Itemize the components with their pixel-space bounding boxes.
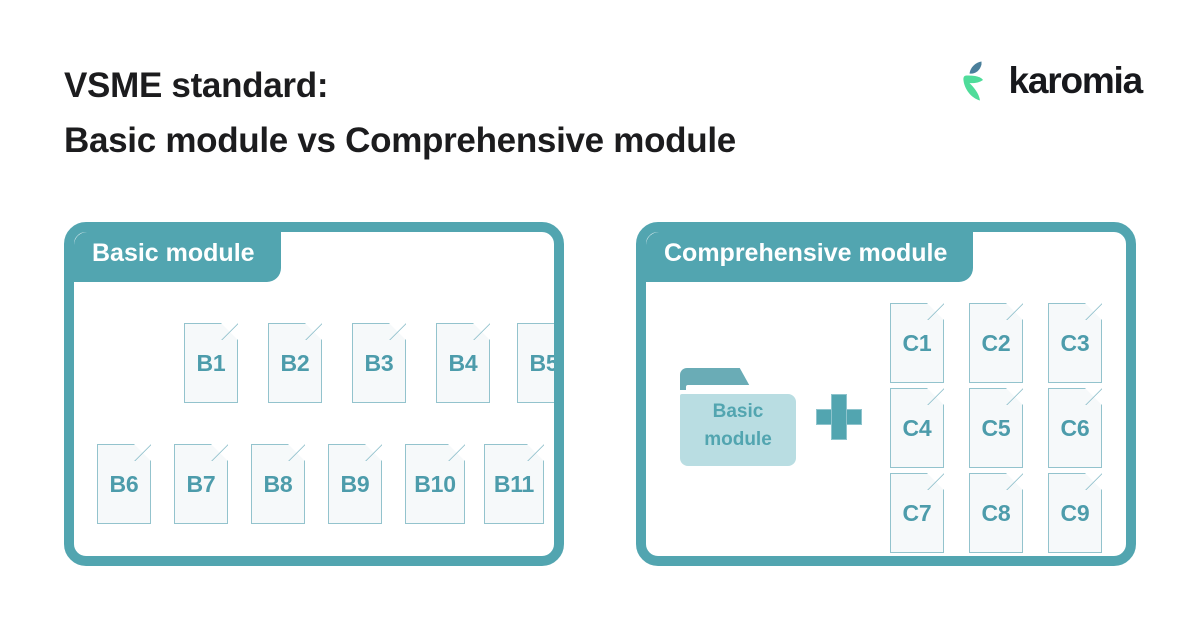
- doc-card-b8: B8: [251, 444, 305, 524]
- basic-module-tab-label: Basic module: [74, 232, 281, 282]
- doc-label: B1: [196, 350, 226, 376]
- doc-label: B10: [414, 471, 456, 497]
- folder-tab: [680, 368, 752, 390]
- doc-label: C4: [902, 415, 932, 441]
- title-line-1: VSME standard:: [64, 66, 329, 105]
- doc-label: B7: [186, 471, 216, 497]
- doc-label: B5: [529, 350, 554, 376]
- folder-label: Basic module: [680, 398, 796, 454]
- doc-card-b7: B7: [174, 444, 228, 524]
- doc-card-b11: B11: [484, 444, 544, 524]
- doc-card-b10: B10: [405, 444, 465, 524]
- doc-label: C2: [981, 330, 1011, 356]
- doc-label: B8: [263, 471, 293, 497]
- doc-label: C6: [1060, 415, 1090, 441]
- doc-card-c6: C6: [1048, 388, 1102, 468]
- doc-card-c8: C8: [969, 473, 1023, 553]
- doc-card-b1: B1: [184, 323, 238, 403]
- doc-label: B3: [364, 350, 394, 376]
- doc-card-c1: C1: [890, 303, 944, 383]
- doc-card-c7: C7: [890, 473, 944, 553]
- doc-label: B2: [280, 350, 310, 376]
- doc-card-b6: B6: [97, 444, 151, 524]
- doc-label: B11: [493, 471, 535, 497]
- doc-label: B6: [109, 471, 139, 497]
- comprehensive-module-panel: Comprehensive module C1 C2 C3 C4 C5 C6: [636, 222, 1136, 566]
- doc-label: B4: [448, 350, 478, 376]
- comprehensive-module-tab-label: Comprehensive module: [646, 232, 974, 282]
- folder-label-line-1: Basic: [712, 401, 764, 422]
- doc-card-c4: C4: [890, 388, 944, 468]
- doc-card-b2: B2: [268, 323, 322, 403]
- doc-card-b5: B5: [517, 323, 554, 403]
- basic-module-panel: Basic module B1 B2 B3 B4 B5 B6 B7: [64, 222, 564, 566]
- doc-label: C1: [902, 330, 932, 356]
- doc-label: C3: [1060, 330, 1090, 356]
- doc-card-b3: B3: [352, 323, 406, 403]
- doc-card-c3: C3: [1048, 303, 1102, 383]
- comprehensive-module-panel-inner: Comprehensive module C1 C2 C3 C4 C5 C6: [646, 232, 1126, 556]
- page-title: VSME standard: Basic module vs Comprehen…: [64, 58, 924, 168]
- doc-label: C5: [981, 415, 1011, 441]
- folder-label-line-2: module: [704, 429, 772, 450]
- plus-icon: [816, 394, 862, 440]
- doc-card-b4: B4: [436, 323, 490, 403]
- doc-card-c2: C2: [969, 303, 1023, 383]
- basic-module-panel-inner: Basic module B1 B2 B3 B4 B5 B6 B7: [74, 232, 554, 556]
- folder-body: [680, 394, 796, 466]
- doc-card-c5: C5: [969, 388, 1023, 468]
- doc-card-b9: B9: [328, 444, 382, 524]
- doc-label: C7: [902, 500, 932, 526]
- doc-label: C9: [1060, 500, 1090, 526]
- doc-label: B9: [340, 471, 370, 497]
- doc-label: C8: [981, 500, 1011, 526]
- brand-name: karomia: [1008, 60, 1143, 101]
- karomia-leaf-icon: [963, 61, 984, 101]
- doc-card-c9: C9: [1048, 473, 1102, 553]
- title-line-2: Basic module vs Comprehensive module: [64, 121, 736, 160]
- brand-logo: karomia: [959, 57, 1143, 105]
- plus-vertical-bar: [831, 394, 847, 440]
- basic-module-folder-icon: Basic module: [680, 368, 796, 466]
